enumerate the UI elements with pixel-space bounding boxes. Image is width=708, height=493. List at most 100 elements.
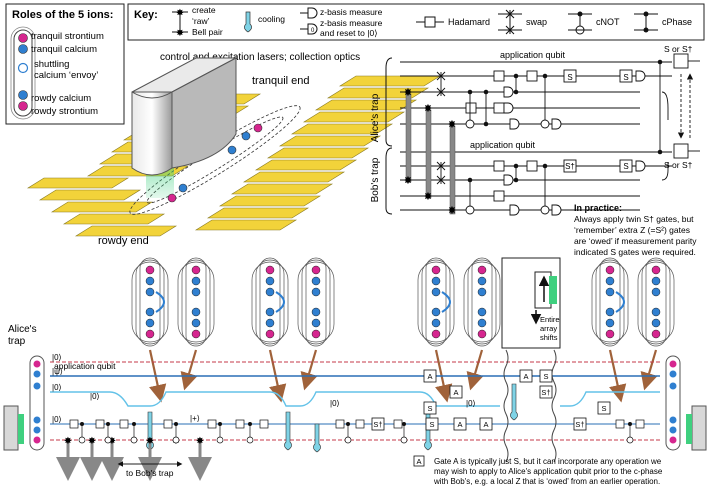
in-practice-line: Always apply twin S† gates, but — [574, 214, 694, 224]
s-gate-label: S — [567, 73, 572, 82]
key-zmeasure-reset-2: and reset to |0⟩ — [320, 28, 378, 38]
role-label: tranquil strontium — [31, 31, 104, 42]
measure-icon — [307, 7, 318, 19]
ion — [431, 307, 441, 317]
in-practice-line: ‘remember’ extra Z (=S²) gates — [574, 225, 690, 235]
measure-icons — [503, 160, 646, 216]
key-swap: swap — [526, 17, 547, 27]
envoy-ion — [17, 62, 29, 74]
ket-zero-label: |0⟩ — [330, 399, 340, 408]
trap-snapshot — [131, 257, 169, 347]
ion — [191, 287, 201, 297]
small-gates — [69, 419, 645, 444]
ion — [651, 276, 661, 286]
role-label: rowdy strontium — [31, 106, 98, 117]
svg-text:✸: ✸ — [64, 436, 72, 447]
ion — [311, 318, 321, 328]
trap-snapshot — [417, 257, 455, 347]
ion — [431, 329, 441, 339]
trap-snapshot — [177, 257, 215, 347]
trap-snapshot — [251, 257, 289, 347]
s-dagger-label: S† — [565, 162, 575, 171]
svg-text:✸: ✸ — [447, 205, 456, 217]
ion — [311, 276, 321, 286]
ion — [311, 287, 321, 297]
in-practice-line: are ‘owed’ if measurement parity — [574, 236, 697, 246]
ion — [651, 265, 661, 275]
trap-snapshot — [637, 257, 675, 347]
ket-zero-label: |0⟩ — [466, 399, 476, 408]
s-gate-label: S — [623, 162, 628, 171]
target-icon — [400, 436, 408, 444]
trap-snapshot — [463, 257, 501, 347]
cooling-icon — [244, 11, 252, 33]
s-or-sdag-label: S or S† — [664, 160, 693, 170]
strontium-ion — [18, 33, 28, 43]
ion — [145, 307, 155, 317]
star-icon: ✸ — [176, 8, 184, 19]
alice-trap-label: Alice's trap — [370, 93, 381, 142]
ket-psi-label: |ψ⟩ — [52, 367, 63, 376]
ion — [191, 318, 201, 328]
svg-text:✸: ✸ — [423, 103, 432, 115]
key-zmeasure-reset-1: z-basis measure — [320, 18, 383, 28]
bottom-circuit: Alice's trap | — [3, 324, 707, 486]
s-gate: S — [601, 404, 606, 413]
ion — [145, 287, 155, 297]
ket-zero-label: |0⟩ — [52, 353, 62, 362]
key-cphase: cPhase — [662, 17, 692, 27]
ion — [477, 276, 487, 286]
calcium-ion — [18, 90, 28, 100]
strontium-ion — [167, 193, 177, 203]
transition-arrow — [268, 349, 287, 403]
ion — [311, 307, 321, 317]
to-bob-label: to Bob's trap — [126, 468, 174, 478]
ion — [431, 276, 441, 286]
ion — [191, 265, 201, 275]
hadamard-icon — [207, 419, 217, 429]
key-title: Key: — [134, 9, 158, 21]
target-icon — [78, 436, 86, 444]
ion — [311, 265, 321, 275]
ion — [265, 318, 275, 328]
app-qubit-label: application qubit — [470, 140, 536, 150]
roles-box: Roles of the 5 ions: tranquil strontium … — [5, 3, 125, 125]
key-cooling: cooling — [258, 14, 285, 24]
strontium-ion — [253, 123, 263, 133]
measure-reset-icon — [307, 23, 318, 35]
ket-plus-label: |+⟩ — [190, 414, 200, 423]
s-gate-label: S — [623, 73, 628, 82]
ion — [145, 318, 155, 328]
ion — [145, 276, 155, 286]
app-qubit-label: application qubit — [54, 361, 116, 371]
key-zmeasure: z-basis measure — [320, 7, 383, 17]
calcium-ion — [18, 44, 28, 54]
svg-text:✸: ✸ — [423, 191, 432, 203]
hadamard-icon — [69, 419, 79, 429]
target-icon — [626, 436, 634, 444]
key-box: Key: ✸ ✸ create ‘raw’ Bell pair cooling … — [127, 3, 705, 41]
svg-text:✸: ✸ — [146, 436, 154, 447]
envoy-path — [155, 291, 165, 313]
a-gate: A — [523, 372, 528, 381]
hadamard-icon — [95, 419, 105, 429]
strontium-ion — [18, 101, 28, 111]
ket-zero-label: |0⟩ — [52, 415, 62, 424]
side-ion-column — [29, 355, 681, 451]
s-dag-gate: S† — [541, 388, 550, 397]
role-label: calcium ‘envoy’ — [34, 70, 98, 81]
tranquil-end-label: tranquil end — [252, 75, 310, 87]
array-shift-box: Entire array shifts — [501, 257, 561, 349]
key-hadamard: Hadamard — [448, 17, 490, 27]
break-lines — [503, 349, 557, 463]
envoy-path — [275, 291, 285, 313]
ion — [265, 329, 275, 339]
transition-arrow — [466, 349, 484, 391]
svg-text:✸: ✸ — [403, 175, 412, 187]
a-gate: A — [483, 420, 488, 429]
roles-title: Roles of the 5 ions: — [12, 9, 113, 21]
key-bell-pair: Bell pair — [192, 27, 223, 37]
ion — [605, 287, 615, 297]
ion — [265, 307, 275, 317]
ion — [145, 329, 155, 339]
